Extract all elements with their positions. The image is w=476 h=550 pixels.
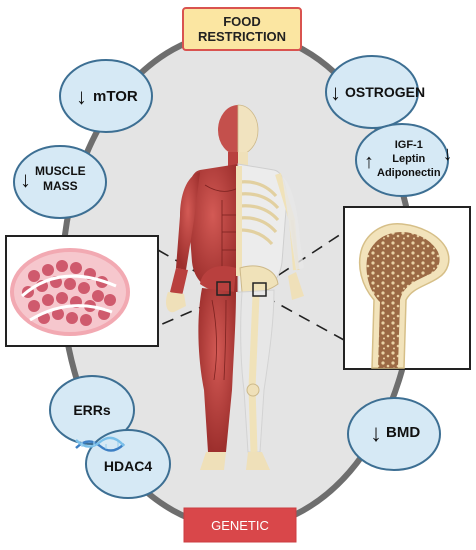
- bmd-text: BMD: [386, 424, 421, 441]
- ostrogen-label: ↓OSTROGEN: [330, 80, 425, 106]
- hdac4-bubble: [85, 429, 171, 499]
- dna-helix-icon: [75, 436, 125, 452]
- muscle-mass-label: ↓ MUSCLE MASS: [20, 164, 86, 194]
- leptin-text: Leptin: [392, 153, 426, 165]
- food-restriction-line2: RESTRICTION: [197, 29, 287, 44]
- hormones-bubble: [355, 123, 449, 197]
- human-figure: [166, 104, 304, 470]
- down-arrow-icon: ↓: [20, 166, 31, 192]
- genetic-label: GENETIC: [184, 508, 296, 542]
- errs-label: ERRs: [66, 402, 118, 418]
- adiponectin-text: Adiponectin: [377, 167, 441, 179]
- down-arrow-icon: ↓: [76, 84, 87, 109]
- muscle-mass-line1: MUSCLE: [35, 164, 86, 178]
- mtor-label: ↓ mTOR: [76, 84, 138, 110]
- genetic-text: GENETIC: [211, 517, 269, 533]
- muscle-mass-bubble: [13, 145, 107, 219]
- hdac4-label: HDAC4: [98, 458, 158, 474]
- mtor-text: mTOR: [93, 88, 138, 105]
- up-arrow-icon: ↑: [364, 151, 374, 173]
- igf1-text: IGF-1: [394, 139, 423, 151]
- ostrogen-text: OSTROGEN: [345, 84, 426, 100]
- down-arrow-icon: ↓: [442, 143, 453, 165]
- ostrogen-bubble: [325, 55, 419, 129]
- bmd-bubble: [347, 397, 441, 471]
- mtor-bubble: [59, 59, 153, 133]
- errs-bubble: [49, 375, 135, 445]
- food-restriction-line1: FOOD: [223, 14, 261, 29]
- down-arrow-icon: ↓: [330, 80, 341, 105]
- muscle-cross-section: [5, 235, 159, 347]
- food-restriction-box: [182, 7, 302, 51]
- muscle-mass-line2: MASS: [43, 179, 78, 193]
- genetic-box: [183, 507, 297, 543]
- hdac4-text: HDAC4: [103, 458, 153, 474]
- down-arrow-icon: ↓: [370, 420, 382, 447]
- hormones-label: ↑ IGF-1 Leptin Adiponectin ↓: [364, 138, 453, 180]
- femur-section: [343, 206, 471, 370]
- food-restriction-label: FOOD RESTRICTION: [183, 8, 301, 50]
- errs-text: ERRs: [73, 402, 111, 418]
- bmd-label: ↓BMD: [370, 420, 420, 448]
